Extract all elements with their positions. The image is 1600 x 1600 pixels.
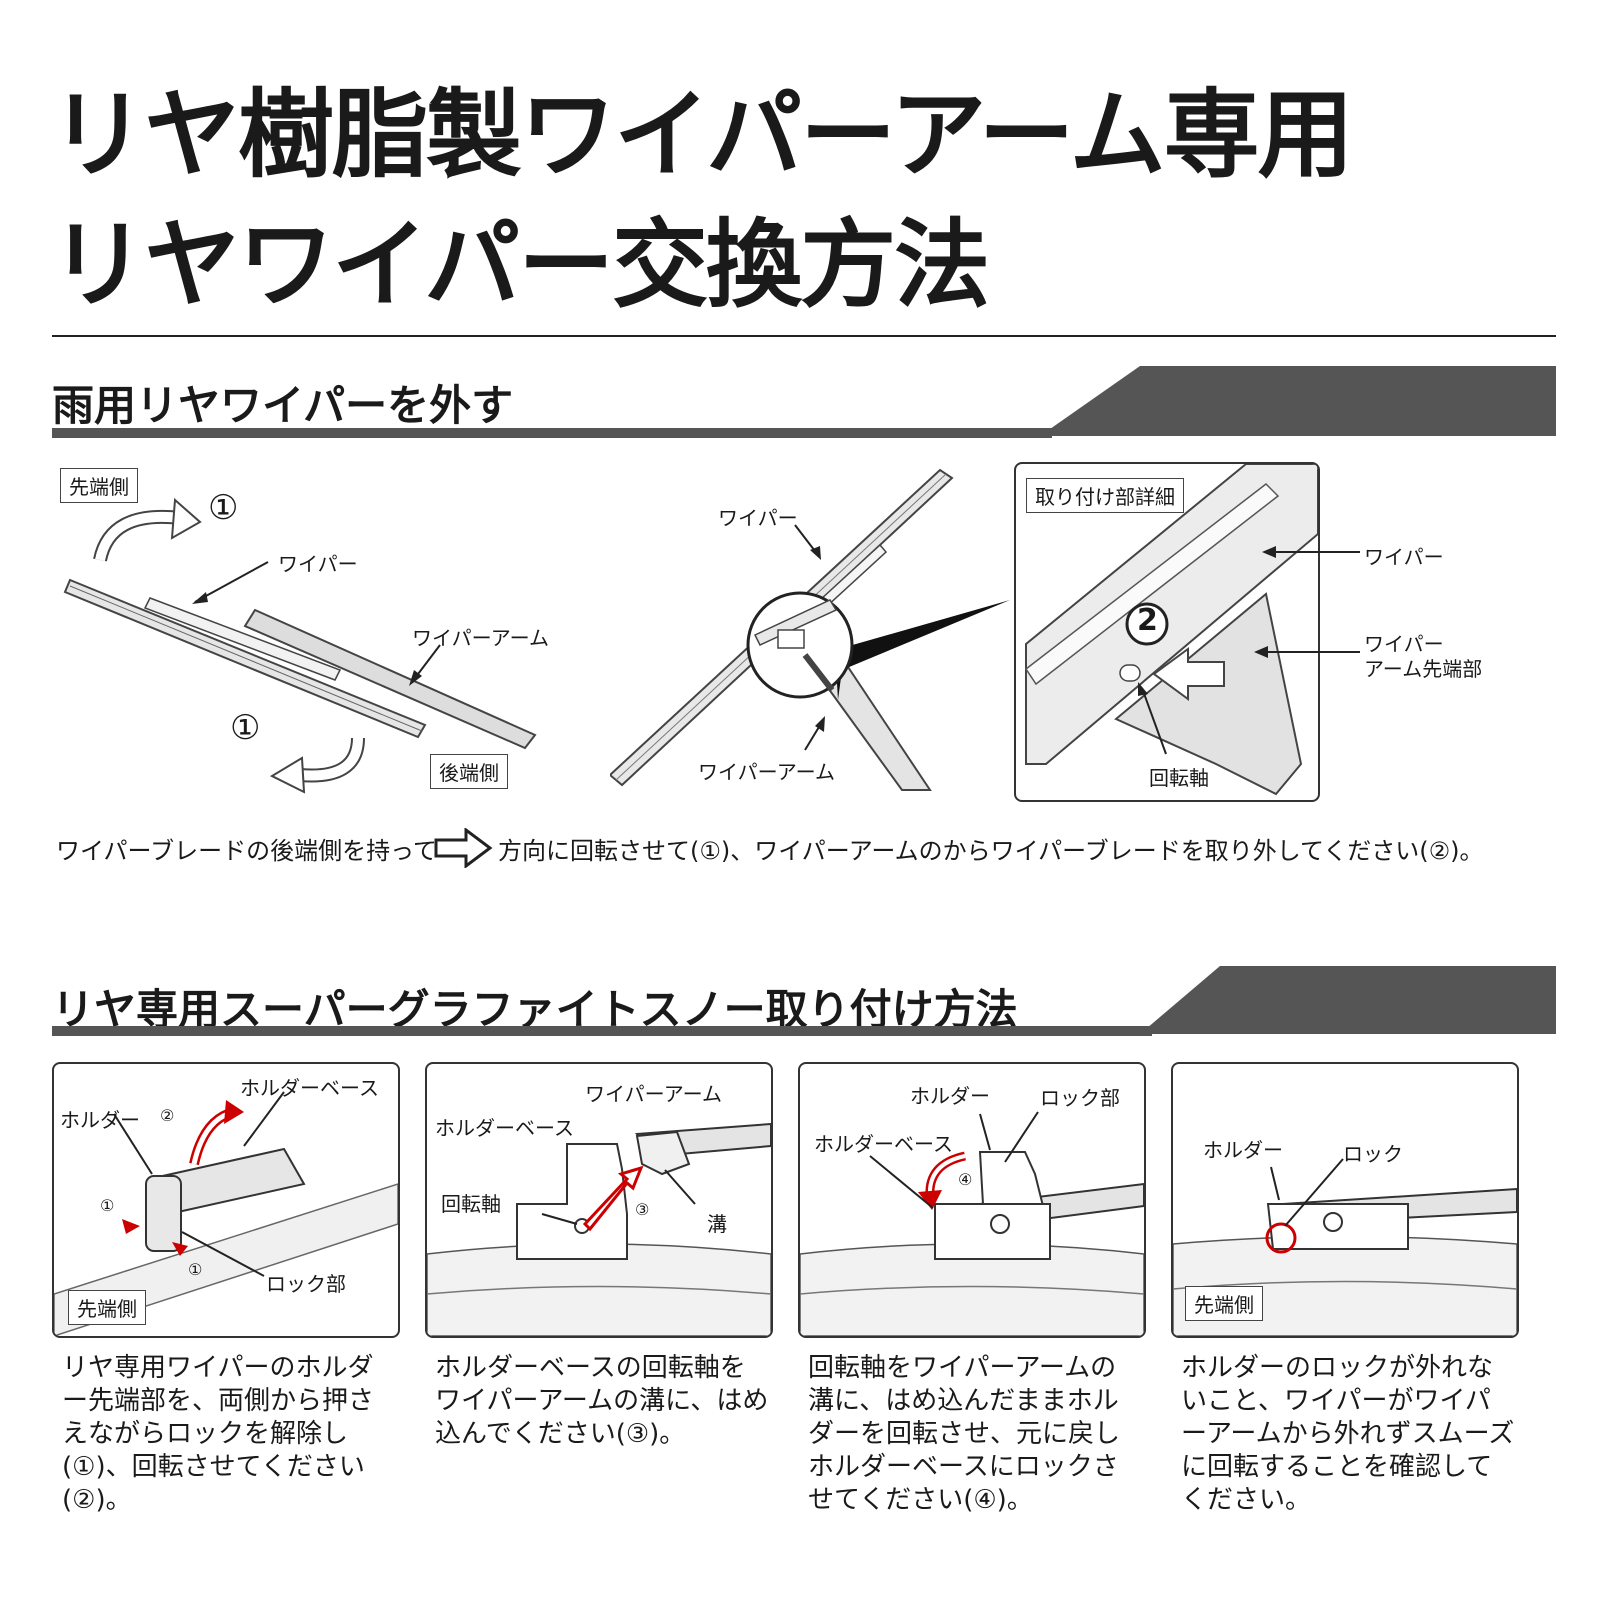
- rear-side-label: 後端側: [430, 754, 508, 789]
- step3-marker-p2: ③: [635, 1200, 650, 1219]
- title-divider: [52, 335, 1556, 337]
- wiper-overview-drawing: [608, 468, 1010, 791]
- remove-instruction-part2: 方向に回転させて(①)、ワイパーアームのからワイパーブレードを取り外してください…: [498, 837, 1484, 865]
- wiper-arm-label-p2: ワイパーアーム: [585, 1082, 722, 1106]
- detail-box-title: 取り付け部詳細: [1026, 478, 1184, 513]
- step2-marker-p1: ②: [160, 1106, 175, 1125]
- step1-marker-bottom: ①: [230, 708, 261, 748]
- step-desc-3: 回転軸をワイパーアームの溝に、はめ込んだままホルダーを回転させ、元に戻しホルダー…: [808, 1353, 1121, 1515]
- step2-marker: 2: [1137, 603, 1158, 638]
- step-panel-2: ワイパーアーム ホルダーベース 回転軸 ③ 溝: [425, 1062, 773, 1338]
- holder-label-p1: ホルダー: [60, 1108, 140, 1132]
- lock-label-p4: ロック: [1343, 1142, 1403, 1166]
- figure-wiper-overview: ワイパー ワイパーアーム: [608, 460, 1020, 810]
- step-desc-2: ホルダーベースの回転軸をワイパーアームの溝に、はめ込んでください(③)。: [435, 1353, 769, 1449]
- rotation-direction-arrow-icon: [434, 828, 493, 868]
- wiper-arm-tip-label: ワイパー アーム先端部: [1364, 632, 1483, 681]
- wiper-label: ワイパー: [278, 552, 358, 576]
- detail-box: 取り付け部詳細 2 回転軸: [1014, 462, 1320, 802]
- tip-side-label-p4: 先端側: [1185, 1286, 1263, 1321]
- groove-label-p2: 溝: [707, 1212, 727, 1236]
- detail-leaders: [1254, 546, 1360, 658]
- section1-heading-bar: [52, 428, 1052, 438]
- page-title: リヤ樹脂製ワイパーアーム専用 リヤワイパー交換方法: [50, 70, 1354, 330]
- section2-heading: リヤ専用スーパーグラファイトスノー取り付け方法: [52, 985, 1018, 1034]
- step2-drawing: [427, 1122, 771, 1336]
- step1-marker-top: ①: [208, 488, 239, 528]
- pivot-label-p2: 回転軸: [441, 1192, 501, 1216]
- wiper-label-3: ワイパー: [1364, 545, 1444, 569]
- tip-side-label-p1: 先端側: [68, 1290, 146, 1325]
- page-title-line1: リヤ樹脂製ワイパーアーム専用: [50, 79, 1354, 191]
- figure-remove-rotation: 先端側 ① ワイパー ワイパーアーム ① 後端側: [40, 450, 600, 810]
- holder-base-label-p2: ホルダーベース: [435, 1116, 574, 1140]
- wiper-arm-label-2: ワイパーアーム: [698, 760, 835, 784]
- step1-marker-p1b: ①: [188, 1260, 203, 1279]
- section1-header-band: [1040, 366, 1556, 436]
- step-panel-4: ホルダー ロック 先端側: [1171, 1062, 1519, 1338]
- step-desc-1: リヤ専用ワイパーのホルダー先端部を、両側から押さえながらロックを解除し(①)、回…: [62, 1353, 375, 1515]
- detail-drawing: [1024, 464, 1318, 796]
- lock-label-p1: ロック部: [266, 1272, 346, 1296]
- holder-label-p3: ホルダー: [910, 1084, 990, 1108]
- pivot-label: 回転軸: [1149, 766, 1209, 790]
- holder-label-p4: ホルダー: [1203, 1138, 1283, 1162]
- wiper-arm-label: ワイパーアーム: [412, 626, 549, 650]
- step-panel-3: ホルダー ロック部 ホルダーベース ④: [798, 1062, 1146, 1338]
- holder-base-label-p3: ホルダーベース: [814, 1132, 953, 1156]
- section2-header-band: [1140, 966, 1556, 1034]
- lock-label-p3: ロック部: [1040, 1086, 1120, 1110]
- step4-marker-p3: ④: [958, 1170, 973, 1189]
- wiper-label-2: ワイパー: [718, 506, 798, 530]
- step1-marker-p1a: ①: [100, 1196, 115, 1215]
- wiper-rotation-drawing: [63, 497, 537, 794]
- remove-instruction-part1: ワイパーブレードの後端側を持って: [56, 837, 437, 865]
- step-panel-1: ホルダーベース ホルダー ② ① ① ロック部 先端側: [52, 1062, 400, 1338]
- step-desc-4: ホルダーのロックが外れないこと、ワイパーがワイパーアームから外れずスムーズに回転…: [1181, 1353, 1515, 1515]
- page-title-line2: リヤワイパー交換方法: [50, 209, 990, 321]
- step3-drawing: [800, 1111, 1144, 1336]
- section1-heading: 雨用リヤワイパーを外す: [52, 381, 514, 430]
- holder-base-label-p1: ホルダーベース: [240, 1076, 379, 1100]
- section2-heading-bar: [52, 1026, 1152, 1036]
- tip-side-label: 先端側: [60, 468, 138, 503]
